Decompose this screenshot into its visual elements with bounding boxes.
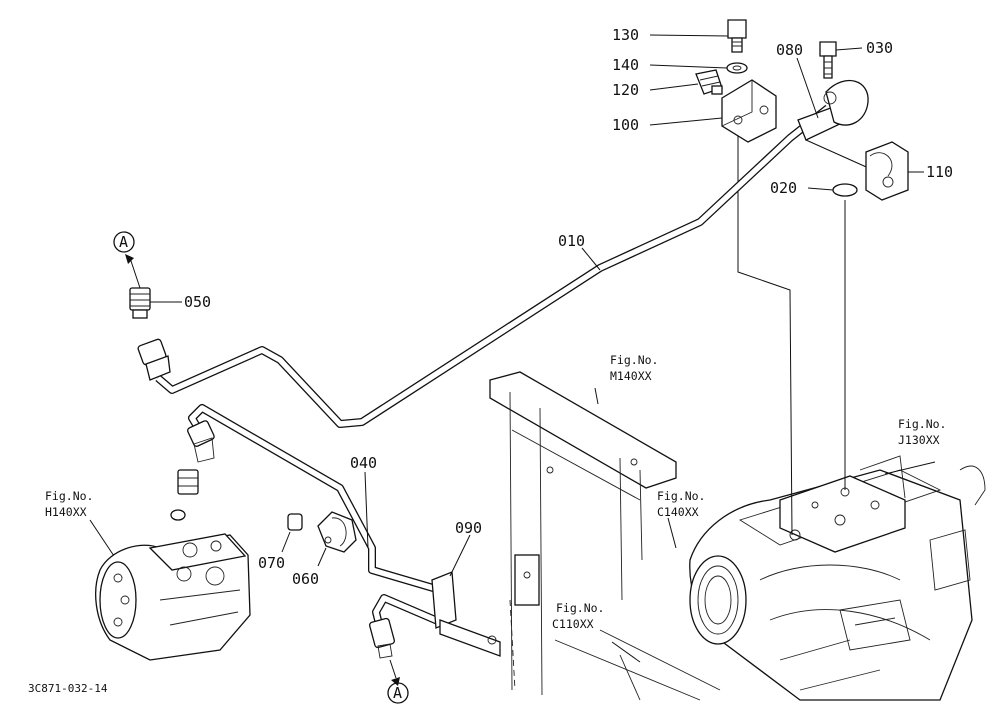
callout-080: 080 [776, 41, 803, 59]
figure-references: Fig.No. M140XX Fig.No. J130XX Fig.No. C1… [45, 353, 946, 631]
callout-100: 100 [612, 116, 639, 134]
pipe-010 [155, 80, 869, 428]
callout-130: 130 [612, 26, 639, 44]
ref-m140-line1: Fig.No. [610, 353, 658, 367]
callout-010: 010 [558, 232, 585, 250]
ref-c110-line2: C110XX [552, 617, 594, 631]
callout-050: 050 [184, 293, 211, 311]
ref-j130-line1: Fig.No. [898, 417, 946, 431]
callout-120: 120 [612, 81, 639, 99]
callout-060: 060 [292, 570, 319, 588]
ref-j130-line2: J130XX [898, 433, 940, 447]
drawing-code: 3C871-032-14 [28, 682, 108, 695]
frame-housing [489, 371, 986, 701]
callout-070: 070 [258, 554, 285, 572]
fittings [129, 19, 909, 659]
connector-top [113, 231, 141, 289]
callout-040: 040 [350, 454, 377, 472]
ref-c140-line1: Fig.No. [657, 489, 705, 503]
pump-h140 [95, 533, 251, 661]
ref-h140-line2: H140XX [45, 505, 87, 519]
callout-leaders [150, 34, 924, 577]
connector-top-letter: A [119, 233, 128, 251]
alignment-lines [737, 128, 874, 536]
callout-030: 030 [866, 39, 893, 57]
pipe-040 [188, 404, 452, 629]
ref-m140-line2: M140XX [610, 369, 652, 383]
connector-bottom [387, 659, 409, 704]
callout-090: 090 [455, 519, 482, 537]
connector-bottom-letter: A [393, 684, 402, 702]
callout-020: 020 [770, 179, 797, 197]
callout-140: 140 [612, 56, 639, 74]
ref-c110-line1: Fig.No. [556, 601, 604, 615]
ref-c140-line2: C140XX [657, 505, 699, 519]
callout-labels: 130 140 120 100 080 030 110 020 010 050 … [184, 26, 953, 588]
ref-h140-line1: Fig.No. [45, 489, 93, 503]
callout-110: 110 [926, 163, 953, 181]
